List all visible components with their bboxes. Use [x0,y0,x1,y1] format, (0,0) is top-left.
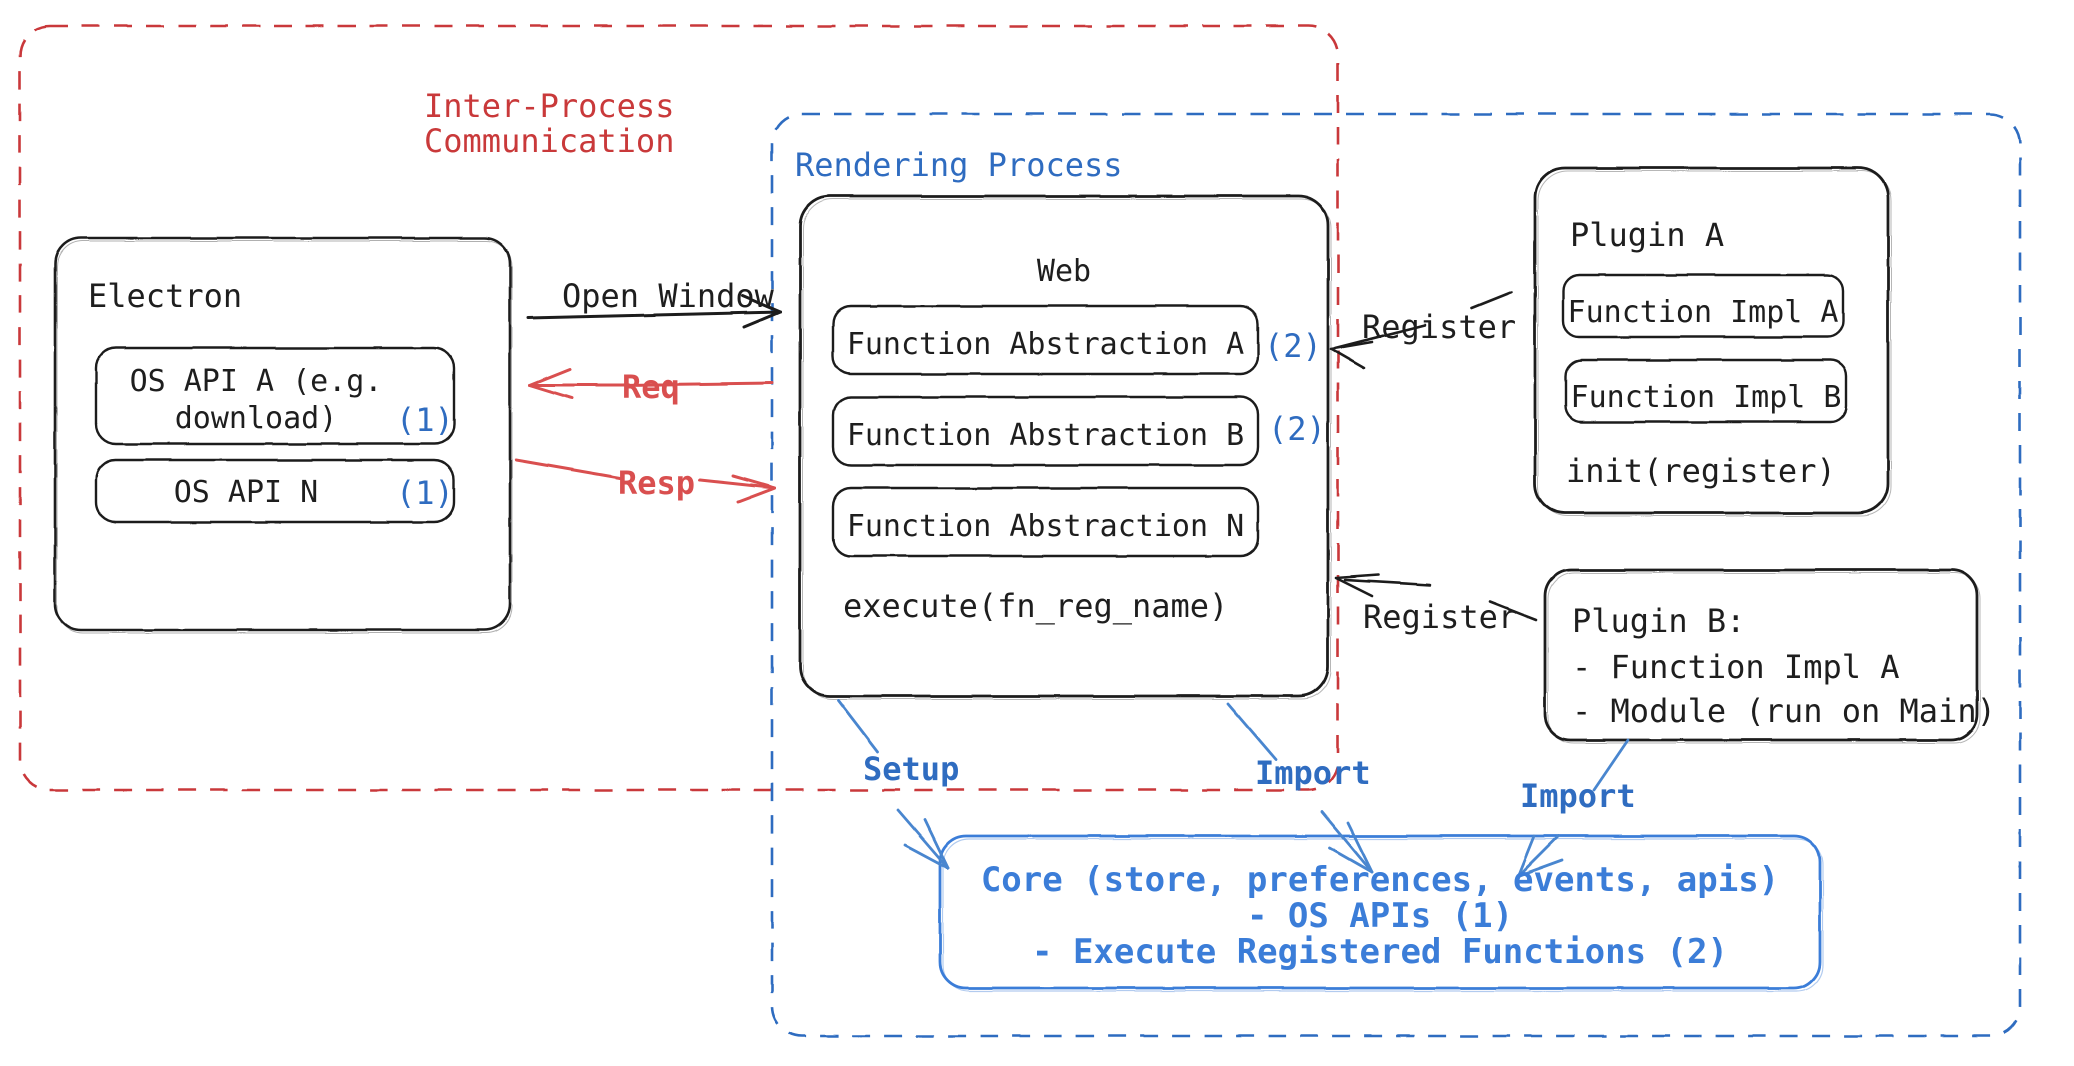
arrow-resp-label: Resp [618,464,696,502]
arrow-register-plugin-b-label: Register [1363,598,1518,636]
os-api-n-label: OS API N [173,475,319,510]
function-impl-b-box [1564,358,1848,424]
fn-abstraction-b-label: Function Abstraction B [846,418,1245,453]
web-title: Web [1036,254,1092,289]
arrow-import-plugin-b-label: Import [1520,777,1636,815]
fn-abstraction-a-badge: (2) [1264,327,1322,365]
plugin-a-box [1533,166,1892,517]
arrow-import-web [1226,702,1374,874]
arrow-resp [514,458,777,504]
arrow-register-plugin-b [1334,573,1538,622]
plugin-b-item-0: - Function Impl A [1572,648,1900,686]
plugin-b-box [1543,568,1981,744]
group-ipc-label-line2: Communication [424,122,675,160]
fn-abstraction-n-label: Function Abstraction N [846,509,1245,544]
group-rendering-label: Rendering Process [795,146,1123,184]
arrow-req [528,367,774,400]
os-api-a-badge: (1) [396,401,454,439]
web-footer: execute(fn_reg_name) [843,587,1229,625]
arrow-import-plugin-b [1516,738,1630,878]
os-api-n-box [94,458,456,524]
os-api-n-badge: (1) [396,474,454,512]
function-impl-a-label: Function Impl A [1567,295,1839,330]
group-rendering-boundary [770,112,2022,1038]
fn-abstraction-a-box [831,304,1260,376]
core-line-1: Core (store, preferences, events, apis) [980,860,1780,900]
arrow-setup [836,698,950,870]
plugin-b-item-1: - Module (run on Main) [1572,692,1996,730]
os-api-a-label-line2: download) [174,401,338,436]
os-api-a-box [94,346,456,446]
arrow-open-window-label: Open Window [562,277,774,315]
fn-abstraction-n-box [831,486,1260,558]
arrow-setup-label: Setup [863,750,960,788]
core-box [938,834,1824,992]
plugin-a-title: Plugin A [1570,216,1725,254]
fn-abstraction-b-box [831,395,1260,467]
fn-abstraction-b-badge: (2) [1268,410,1326,448]
arrow-register-plugin-a [1329,290,1514,370]
os-api-a-label-line1: OS API A (e.g. [129,364,383,399]
function-impl-b-label: Function Impl B [1570,380,1842,415]
arrow-open-window [526,294,782,329]
arrow-register-plugin-a-label: Register [1362,308,1517,346]
core-line-2: - OS APIs (1) [1246,896,1514,936]
electron-title: Electron [88,277,243,315]
plugin-b-title: Plugin B: [1572,602,1746,640]
plugin-a-footer: init(register) [1566,452,1836,490]
function-impl-a-box [1561,273,1845,339]
arrow-req-label: Req [622,368,680,406]
arrow-import-web-label: Import [1255,754,1371,792]
group-ipc-boundary [18,24,1340,792]
fn-abstraction-a-label: Function Abstraction A [846,327,1245,362]
core-line-3: - Execute Registered Functions (2) [1032,932,1728,972]
group-ipc-label-line1: Inter-Process [424,87,675,125]
